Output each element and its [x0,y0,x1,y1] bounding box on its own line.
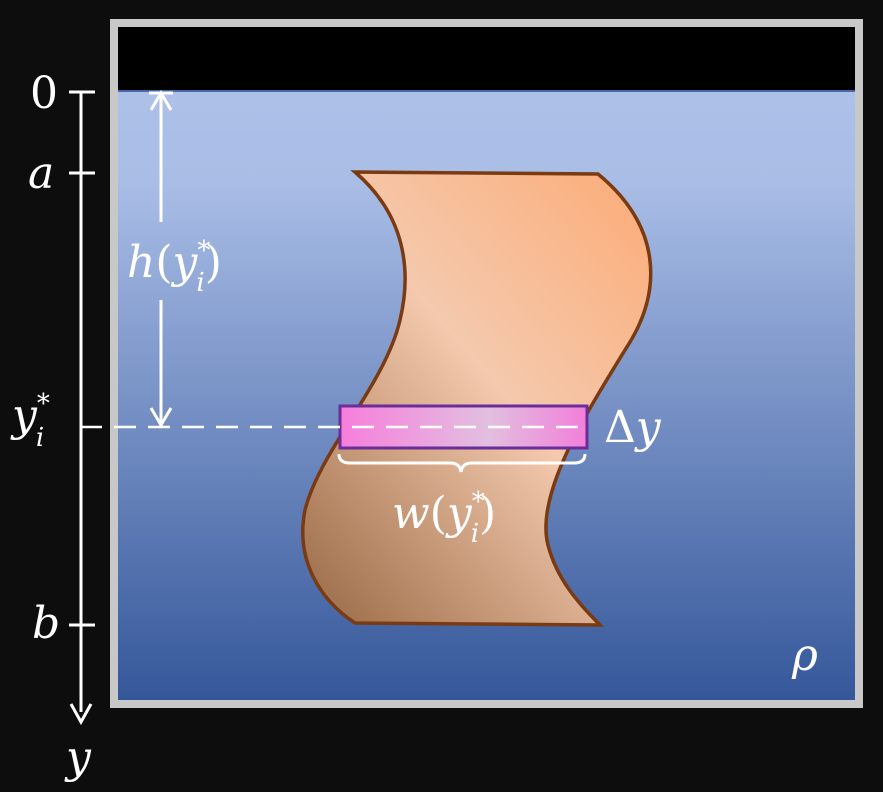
strip-thickness-label: Δy [604,402,662,453]
depth-label: h(y*i) [127,236,222,298]
y-axis-label: y [64,732,92,783]
tick-label-0: 0 [30,68,58,119]
width-brace [337,453,587,473]
tick-label-b: b [32,598,60,649]
arrow-down-icon [149,407,173,428]
width-label: w(y*i) [392,487,496,549]
tick-label-a: a [28,148,54,199]
submerged-plate [301,170,653,627]
density-label: ρ [791,630,818,681]
tick-label-y-star: y*i [10,389,50,453]
y-axis-arrow-icon [69,703,93,726]
